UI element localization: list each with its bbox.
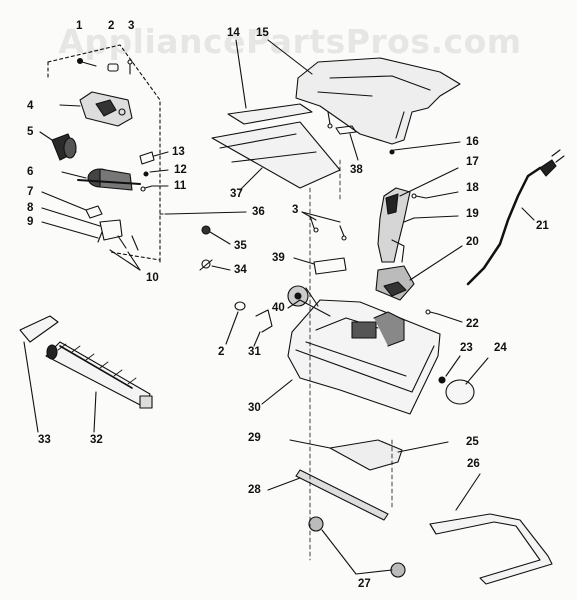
callout-2-center: 2 — [218, 346, 225, 358]
base-plate-25 — [289, 439, 449, 471]
watermark: AppliancePartsPros.com — [58, 22, 522, 61]
callout-20: 20 — [466, 236, 479, 248]
armature-6 — [61, 168, 141, 191]
callout-27: 27 — [358, 578, 371, 590]
callout-4: 4 — [27, 100, 34, 112]
callout-35: 35 — [234, 240, 247, 252]
wheel-27 — [308, 516, 406, 578]
leader-40 — [287, 299, 331, 317]
callout-12: 12 — [174, 164, 187, 176]
bail-26 — [429, 473, 553, 585]
callout-34: 34 — [234, 264, 247, 276]
callout-37: 37 — [230, 188, 243, 200]
screw-19 — [403, 215, 459, 223]
screw-22 — [425, 309, 463, 323]
callout-32: 32 — [90, 434, 103, 446]
callout-5: 5 — [27, 126, 34, 138]
handle-17 — [377, 167, 459, 263]
clip-13 — [139, 151, 169, 165]
callout-2: 2 — [108, 20, 115, 32]
callout-3: 3 — [128, 20, 135, 32]
rod-28 — [267, 469, 389, 521]
callout-38: 38 — [350, 164, 363, 176]
bumper-strip-37 — [211, 121, 341, 191]
callout-29: 29 — [248, 432, 261, 444]
callout-40: 40 — [272, 302, 285, 314]
screw-16 — [389, 141, 461, 155]
leader-36 — [159, 211, 247, 215]
callout-21: 21 — [536, 220, 549, 232]
callout-30: 30 — [248, 402, 261, 414]
screw-23 — [438, 355, 461, 384]
spring-34 — [199, 259, 231, 271]
screw-small-15 — [327, 111, 333, 129]
power-cord-21 — [466, 149, 565, 286]
callout-22: 22 — [466, 318, 479, 330]
screws-3 — [301, 211, 347, 241]
belt-33 — [19, 315, 59, 433]
callout-16: 16 — [466, 136, 479, 148]
screw-9 — [41, 221, 103, 243]
nozzle-base-30 — [261, 299, 441, 415]
callout-3-center: 3 — [292, 204, 299, 216]
screw-35 — [201, 225, 231, 245]
motor-housing-4 — [59, 91, 133, 127]
motor-magnet-5 — [39, 131, 77, 161]
callout-8: 8 — [27, 202, 34, 214]
cover-24 — [445, 357, 489, 405]
callout-13: 13 — [172, 146, 185, 158]
bracket-2-top — [107, 63, 119, 72]
callout-1: 1 — [76, 20, 83, 32]
upper-housing-15 — [267, 39, 461, 145]
callout-6: 6 — [27, 166, 34, 178]
callout-24: 24 — [494, 342, 507, 354]
callout-7: 7 — [27, 186, 34, 198]
brush-holder-8 — [41, 207, 123, 241]
plate-39 — [293, 257, 347, 275]
screw-1 — [76, 57, 97, 67]
callout-19: 19 — [466, 208, 479, 220]
brush-roll-32 — [45, 341, 153, 433]
strip-38 — [335, 125, 359, 161]
bottom-plate-14 — [227, 39, 313, 125]
callout-15: 15 — [256, 27, 269, 39]
cap-2-center — [225, 301, 246, 345]
handle-base-20 — [375, 245, 463, 301]
brush-7 — [41, 191, 103, 219]
callout-28: 28 — [248, 484, 261, 496]
callout-26: 26 — [467, 458, 480, 470]
callout-17: 17 — [466, 156, 479, 168]
callout-11: 11 — [174, 180, 187, 192]
callout-23: 23 — [460, 342, 473, 354]
wheel-40 — [287, 285, 319, 307]
callout-14: 14 — [227, 27, 240, 39]
callout-9: 9 — [27, 216, 34, 228]
assembly-guides — [309, 159, 393, 561]
screw-12 — [143, 169, 169, 177]
callout-36: 36 — [252, 206, 265, 218]
callout-18: 18 — [466, 182, 479, 194]
screw-3-top — [127, 59, 133, 75]
motor-panel — [47, 44, 161, 263]
callout-25: 25 — [466, 436, 479, 448]
screw-18 — [411, 191, 459, 199]
clip-31 — [253, 309, 273, 347]
screw-11 — [140, 185, 169, 192]
clip-10 — [109, 235, 141, 271]
callout-33: 33 — [38, 434, 51, 446]
callout-10: 10 — [146, 272, 159, 284]
callout-31: 31 — [248, 346, 261, 358]
callout-39: 39 — [272, 252, 285, 264]
